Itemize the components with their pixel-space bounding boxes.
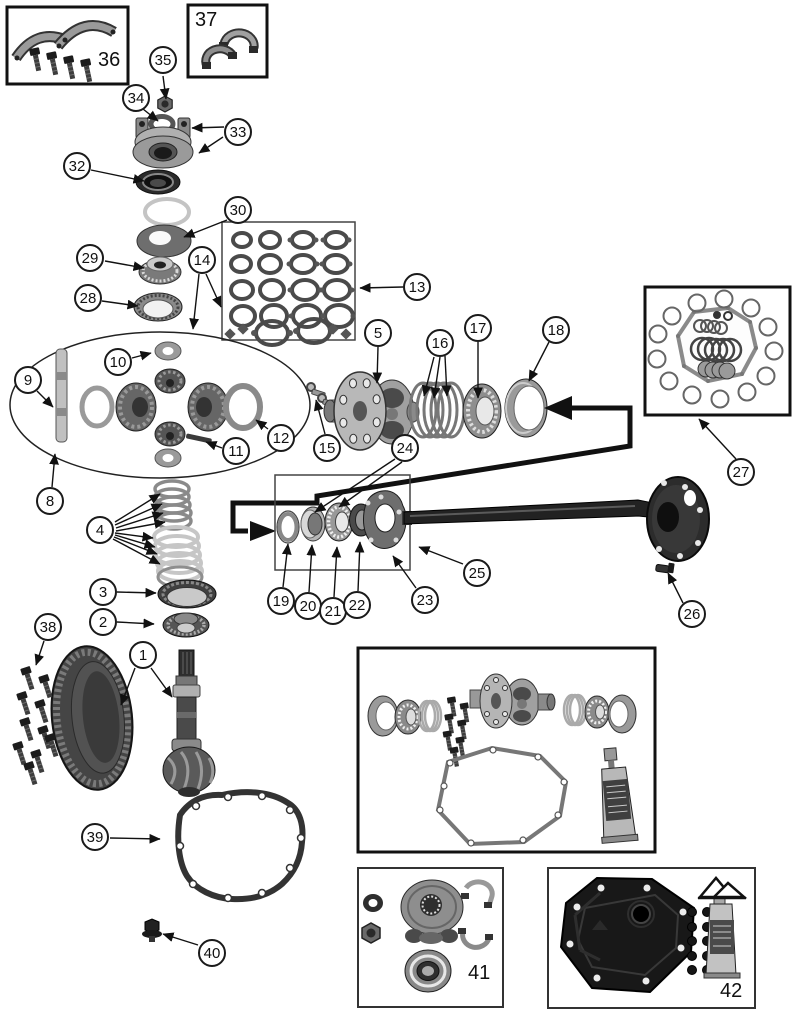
slinger-washer-30 [136, 224, 192, 258]
thrust-washer-12 [223, 383, 263, 431]
callout-4: 4 [86, 516, 114, 544]
callout-16: 16 [426, 329, 454, 357]
thrust-washer-bottom [154, 448, 182, 468]
callout-10: 10 [104, 348, 132, 376]
callout-18: 18 [542, 316, 570, 344]
box-label-36: 36 [98, 49, 121, 71]
yoke-strap-kit-box-36 [5, 5, 130, 86]
spider-gear-bottom [154, 421, 186, 447]
callout-29: 29 [76, 244, 104, 272]
callout-27: 27 [727, 458, 755, 486]
pinion-bearing-cup-28 [133, 292, 183, 322]
callout-9: 9 [14, 366, 42, 394]
pinion-seal-32 [135, 169, 181, 195]
callout-25: 25 [463, 559, 491, 587]
callout-22: 22 [343, 591, 371, 619]
callout-38: 38 [34, 613, 62, 641]
axle-bearing-21 [324, 502, 354, 542]
pinion-nut-35 [157, 95, 173, 113]
fill-plug-40 [142, 918, 162, 942]
pinion-shim-kit-box-13 [221, 221, 356, 347]
callout-2: 2 [89, 608, 117, 636]
callout-14: 14 [188, 246, 216, 274]
assembly-flow-arrow [230, 396, 633, 541]
callout-23: 23 [411, 586, 439, 614]
yoke-kit-box-41 [357, 867, 504, 1008]
callout-30: 30 [224, 196, 252, 224]
lock-pin-11 [186, 433, 212, 444]
callout-35: 35 [149, 46, 177, 74]
thrust-washer-10 [154, 341, 182, 361]
callout-33: 33 [224, 118, 252, 146]
pinion-bearing-cone-2 [162, 612, 210, 638]
callout-8: 8 [36, 487, 64, 515]
spider-gear-group-oval [9, 331, 311, 479]
oil-slinger-ring [143, 197, 191, 227]
retainer-plate-23 [363, 490, 407, 549]
differential-case-5 [323, 371, 420, 451]
callout-17: 17 [464, 314, 492, 342]
axle-seal-ring-19 [276, 510, 300, 544]
callout-20: 20 [294, 592, 322, 620]
bearing-retainer-20 [300, 506, 326, 542]
pinion-bearing-cup-3 [157, 579, 217, 609]
pinion-bearing-cone-29 [138, 256, 182, 285]
sealant-tube [601, 747, 639, 844]
diff-cover-kit-box-42 [547, 867, 756, 1009]
side-bearing-shims-16 [408, 381, 466, 439]
callout-1: 1 [129, 641, 157, 669]
callout-11: 11 [222, 437, 250, 465]
callout-28: 28 [74, 284, 102, 312]
side-gear-washer-left [79, 385, 115, 429]
box-label-41: 41 [468, 962, 491, 984]
pinion-shim-packs-4 [152, 479, 204, 589]
ring-gear-1 [50, 645, 134, 791]
callout-24: 24 [391, 434, 419, 462]
callout-3: 3 [89, 578, 117, 606]
callout-5: 5 [364, 319, 392, 347]
side-bearing-cup-18 [504, 378, 548, 438]
callout-13: 13 [403, 273, 431, 301]
cross-shaft-9 [55, 348, 68, 443]
u-bolt-kit-box-37 [186, 3, 269, 79]
callout-40: 40 [198, 939, 226, 967]
spider-gear-top [154, 368, 186, 394]
side-gear-right [187, 382, 229, 432]
cover-gasket-39 [175, 789, 306, 903]
callout-19: 19 [267, 587, 295, 615]
callout-26: 26 [678, 600, 706, 628]
side-gear-left [115, 382, 157, 432]
callout-leader-arrows [34, 75, 737, 946]
mountain-logo-icon [697, 876, 748, 900]
callout-15: 15 [313, 434, 341, 462]
callout-32: 32 [63, 152, 91, 180]
pinion-yoke-33 [132, 117, 194, 169]
box-label-37: 37 [195, 9, 218, 31]
wheel-stud-26 [655, 562, 675, 574]
axle-bearing-kit-box-24 [274, 474, 411, 571]
pinion-gear-1 [162, 649, 216, 797]
overhaul-kit-box-27 [643, 285, 792, 417]
side-bearing-cone-17 [462, 383, 502, 439]
axle-shaft-25 [402, 476, 710, 562]
box-label-42: 42 [720, 980, 743, 1002]
diff-rebuild-kit-box [356, 646, 657, 854]
callout-39: 39 [81, 823, 109, 851]
callout-34: 34 [122, 84, 150, 112]
callout-12: 12 [267, 424, 295, 452]
